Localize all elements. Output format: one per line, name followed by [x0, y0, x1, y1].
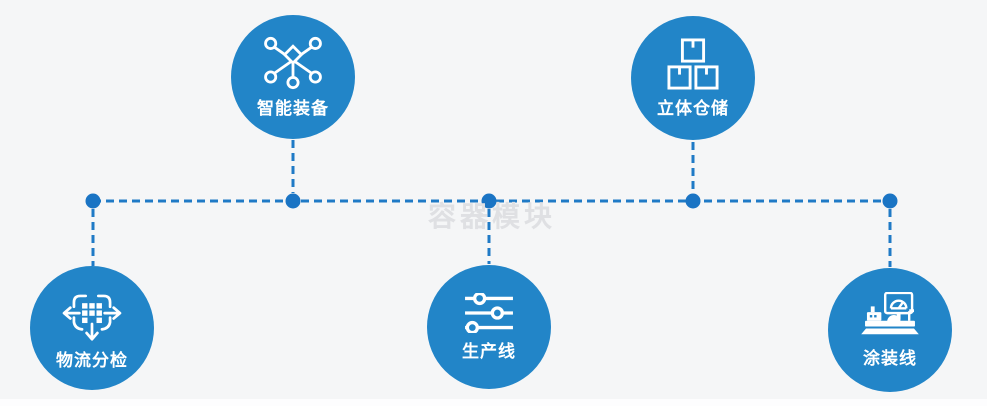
node-label: 物流分检 [56, 351, 128, 371]
node-label: 立体仓储 [657, 99, 729, 119]
stacked-boxes-icon [667, 38, 719, 90]
diagram-node-logistics-sorting: 物流分检 [30, 266, 154, 390]
junction-dots [85, 193, 898, 209]
node-label: 智能装备 [257, 99, 329, 119]
diagram-node-vertical-warehouse: 立体仓储 [631, 16, 755, 140]
bottom-edge-strip [0, 399, 987, 406]
node-label: 生产线 [462, 342, 516, 362]
diagram-node-painting-line: 涂装线 [828, 268, 952, 392]
network-nodes-icon [264, 36, 322, 90]
sliders-icon [465, 293, 513, 333]
watermark-text: 容器模块 [427, 200, 557, 233]
node-label: 涂装线 [863, 349, 917, 369]
sorting-arrows-icon [62, 294, 122, 341]
diagram-node-intelligent-equipment: 智能装备 [231, 15, 355, 139]
diagram-node-production-line: 生产线 [427, 265, 551, 389]
machine-monitor-icon [861, 292, 919, 335]
